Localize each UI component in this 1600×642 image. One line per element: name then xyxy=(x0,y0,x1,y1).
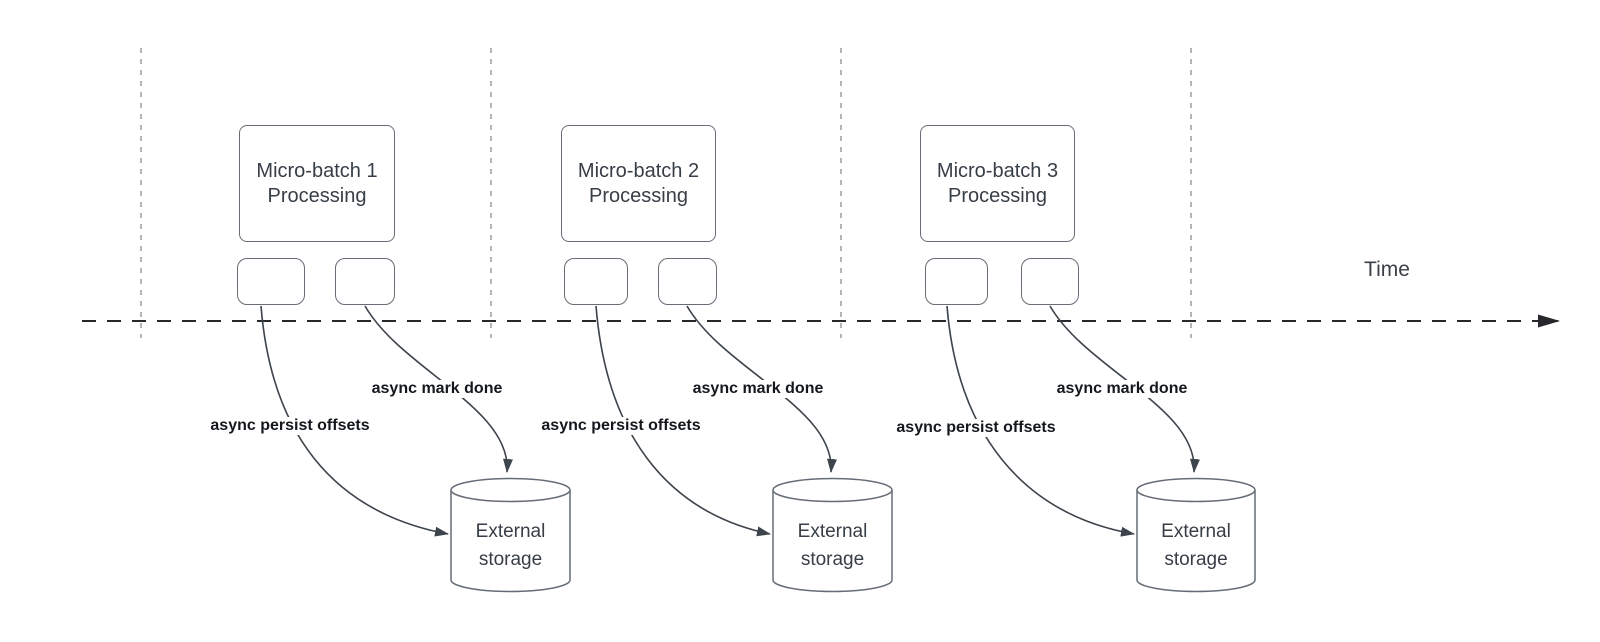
mark-done-label: async mark done xyxy=(368,380,506,398)
persist-offsets-arrow xyxy=(260,305,449,537)
micro-batch-2-box: Micro-batch 2 Processing xyxy=(561,125,716,242)
mini-box xyxy=(658,258,717,305)
mark-done-label: async mark done xyxy=(1053,380,1191,398)
micro-batch-1-label-line2: Processing xyxy=(267,184,367,207)
persist-offsets-arrow xyxy=(595,305,771,537)
time-label: Time xyxy=(1362,258,1412,282)
micro-batch-2-label-line1: Micro-batch 2 xyxy=(577,159,700,182)
mini-box xyxy=(237,258,305,305)
mini-box xyxy=(925,258,988,305)
persist-offsets-label: async persist offsets xyxy=(207,417,373,435)
mini-box xyxy=(335,258,395,305)
mini-box xyxy=(564,258,628,305)
micro-batch-1-box: Micro-batch 1 Processing xyxy=(239,125,395,242)
mini-box xyxy=(1021,258,1079,305)
mark-done-label: async mark done xyxy=(689,380,827,398)
external-storage-cylinder xyxy=(450,477,571,593)
external-storage-cylinder xyxy=(772,477,893,593)
micro-batch-3-label-line1: Micro-batch 3 xyxy=(936,159,1059,182)
micro-batch-3-label-line2: Processing xyxy=(948,184,1047,207)
external-storage-cylinder xyxy=(1136,477,1256,593)
persist-offsets-label: async persist offsets xyxy=(538,417,704,435)
micro-batch-1-label-line1: Micro-batch 1 xyxy=(256,159,378,182)
micro-batch-3-box: Micro-batch 3 Processing xyxy=(920,125,1075,242)
micro-batch-2-label-line2: Processing xyxy=(589,184,688,207)
persist-offsets-label: async persist offsets xyxy=(893,419,1059,437)
persist-offsets-arrow xyxy=(946,305,1135,537)
